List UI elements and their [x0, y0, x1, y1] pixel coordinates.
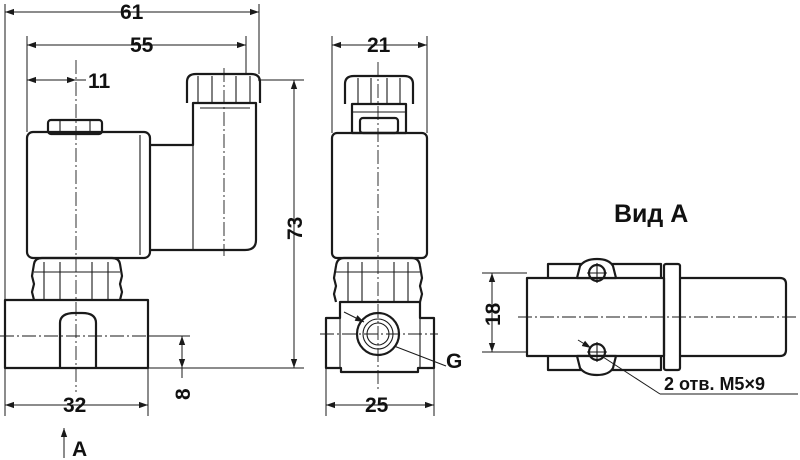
holes-note: 2 отв. М5×9: [664, 374, 765, 394]
dim-21: 21: [367, 34, 391, 57]
dim-18: 18: [482, 302, 505, 326]
front-port-slot: [58, 311, 98, 368]
dim-25: 25: [365, 394, 389, 417]
dim-73: 73: [284, 217, 307, 240]
view-a-letter: A: [72, 438, 87, 460]
front-connector-plug: [150, 101, 258, 252]
side-dimensions: 21 25 G: [325, 34, 462, 417]
side-gland-nut: [343, 74, 415, 104]
dim-11: 11: [88, 70, 111, 93]
front-gland-nut: [185, 72, 262, 103]
thread-g-label: G: [446, 350, 462, 373]
view-a-title: Вид А: [614, 200, 688, 228]
view-a-bottom-lug: [575, 354, 618, 377]
front-top-cap: [46, 118, 104, 136]
dim-55: 55: [130, 34, 154, 57]
dim-8: 8: [172, 388, 195, 400]
view-a: Вид А: [518, 200, 796, 377]
dim-61: 61: [120, 1, 144, 24]
front-view: [0, 60, 262, 392]
side-view: [320, 62, 438, 392]
view-a-dimensions: 18 2 отв. М5×9: [482, 272, 798, 395]
dim-32: 32: [63, 394, 86, 417]
front-coil: [25, 130, 152, 260]
front-dimensions: 61 55 11 73 32 8 A: [4, 1, 307, 460]
side-coil: [330, 131, 429, 260]
front-body-block: [3, 298, 150, 370]
